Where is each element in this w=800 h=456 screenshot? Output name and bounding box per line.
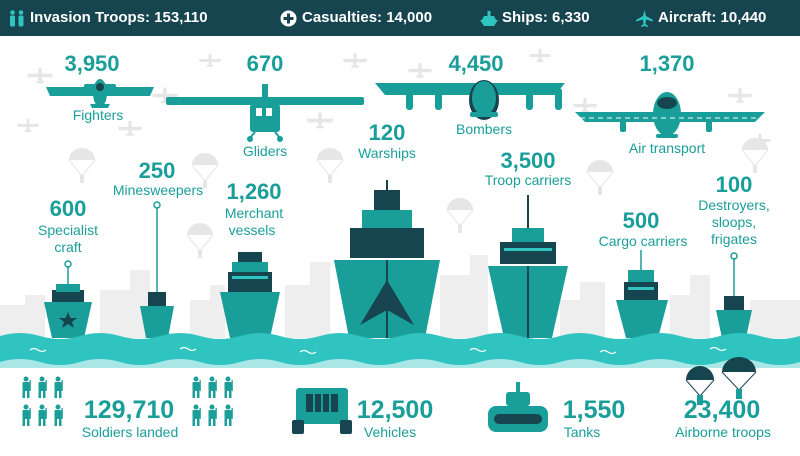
glider-plane — [166, 84, 364, 142]
bombers-label: Bombers — [455, 121, 513, 137]
air-transport-value: 1,370 — [639, 51, 695, 76]
cargo-carriers-label: Cargo carriers — [598, 233, 688, 249]
background-ships — [0, 255, 800, 338]
merchant-vessel-ship — [220, 252, 280, 338]
merchant-label-line1: Merchant — [224, 205, 284, 221]
cargo-carrier-ship — [616, 250, 668, 338]
soldiers-icon — [10, 10, 24, 27]
sea-water — [0, 333, 800, 370]
vehicles-label: Vehicles — [363, 424, 417, 440]
merchant-label-line2: vessels — [228, 222, 276, 238]
minesweepers-label: Minesweepers — [112, 182, 204, 198]
minesweeper-ship — [140, 201, 174, 356]
specialist-label-line2: craft — [54, 239, 82, 255]
fighter-plane — [46, 79, 154, 108]
soldiers-label: Soldiers landed — [81, 424, 179, 440]
merchant-value: 1,260 — [226, 179, 282, 204]
troop-carriers-value: 3,500 — [500, 148, 556, 173]
ship-icon — [480, 11, 498, 26]
transport-plane — [575, 92, 765, 138]
destroyers-label-line3: frigates — [711, 231, 757, 247]
soldiers-value: 129,710 — [83, 396, 175, 424]
airborne-value: 23,400 — [683, 396, 761, 424]
bomber-plane — [375, 80, 565, 120]
warships-label: Warships — [358, 145, 416, 161]
airplane-icon — [636, 10, 653, 27]
destroyers-value: 100 — [715, 172, 753, 197]
casualties-text: Casualties: 14,000 — [302, 9, 433, 26]
troop-carriers-label: Troop carriers — [484, 172, 572, 188]
specialist-label-line1: Specialist — [38, 222, 98, 238]
soldiers-group-right — [192, 376, 233, 426]
tanks-label: Tanks — [563, 424, 601, 440]
ships-text: Ships: 6,330 — [502, 9, 590, 26]
fighters-label: Fighters — [72, 107, 124, 123]
fighters-value: 3,950 — [64, 51, 120, 76]
warship — [334, 180, 440, 338]
minesweepers-value: 250 — [138, 158, 176, 183]
airborne-label: Airborne troops — [675, 424, 771, 440]
gliders-value: 670 — [246, 51, 284, 76]
tanks-value: 1,550 — [562, 396, 626, 424]
tank-vehicle — [488, 382, 548, 432]
destroyers-label-line2: sloops, — [711, 214, 757, 230]
vehicles-value: 12,500 — [356, 396, 434, 424]
truck-vehicle — [292, 388, 352, 434]
warships-value: 120 — [368, 120, 406, 145]
cargo-carriers-value: 500 — [622, 208, 660, 233]
destroyer-ship — [716, 252, 752, 338]
stats-bar: Invasion Troops: 153,110 Casualties: 14,… — [0, 0, 800, 36]
troop-carrier-ship — [488, 195, 568, 338]
specialist-craft-ship — [44, 260, 92, 338]
specialist-value: 600 — [49, 196, 87, 221]
air-transport-label: Air transport — [628, 140, 706, 156]
medical-cross-icon — [280, 10, 297, 27]
bombers-value: 4,450 — [448, 51, 504, 76]
destroyers-label-line1: Destroyers, — [698, 197, 770, 213]
airborne-parachutists — [685, 357, 757, 405]
invasion-troops-text: Invasion Troops: 153,110 — [30, 9, 208, 26]
gliders-label: Gliders — [242, 143, 288, 159]
soldiers-group-left — [22, 376, 63, 426]
aircraft-text: Aircraft: 10,440 — [658, 9, 767, 26]
